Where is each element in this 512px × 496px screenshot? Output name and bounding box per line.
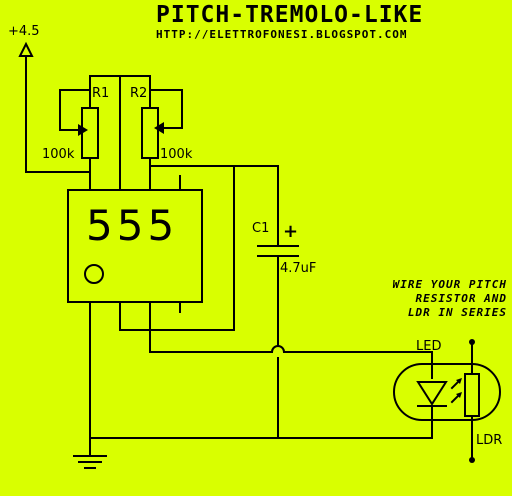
note-line-3: LDR IN SERIES xyxy=(408,306,507,319)
pot-wiring xyxy=(59,75,183,191)
supply-terminal xyxy=(18,41,91,173)
optocoupler xyxy=(393,339,501,463)
chip-label: 555 xyxy=(86,201,178,250)
r1-potentiometer xyxy=(78,107,99,191)
wiring-note: WIRE YOUR PITCH RESISTOR AND LDR IN SERI… xyxy=(393,278,507,319)
c1-capacitor xyxy=(257,245,299,347)
c1-label: C1 xyxy=(252,221,269,236)
note-line-1: WIRE YOUR PITCH xyxy=(393,278,507,291)
diagram-title: PITCH-TREMOLO-LIKE xyxy=(156,2,423,28)
led-label: LED xyxy=(416,339,441,354)
timing-wiring xyxy=(119,165,279,331)
r1-value: 100k xyxy=(42,147,75,162)
r2-value: 100k xyxy=(160,147,193,162)
note-line-2: RESISTOR AND xyxy=(416,292,507,305)
r1-label: R1 xyxy=(92,86,109,101)
ground-bus xyxy=(73,437,433,469)
c1-polarity-mark: + xyxy=(283,221,298,242)
r2-label: R2 xyxy=(130,86,147,101)
timer-chip-555 xyxy=(67,175,203,439)
c1-value: 4.7uF xyxy=(280,261,316,276)
output-wiring xyxy=(149,345,433,439)
blog-url: HTTP://ELETTROFONESI.BLOGSPOT.COM xyxy=(156,28,408,41)
supply-voltage-label: +4.5 xyxy=(8,24,40,39)
r2-potentiometer xyxy=(141,107,164,191)
ldr-label: LDR xyxy=(476,433,502,448)
